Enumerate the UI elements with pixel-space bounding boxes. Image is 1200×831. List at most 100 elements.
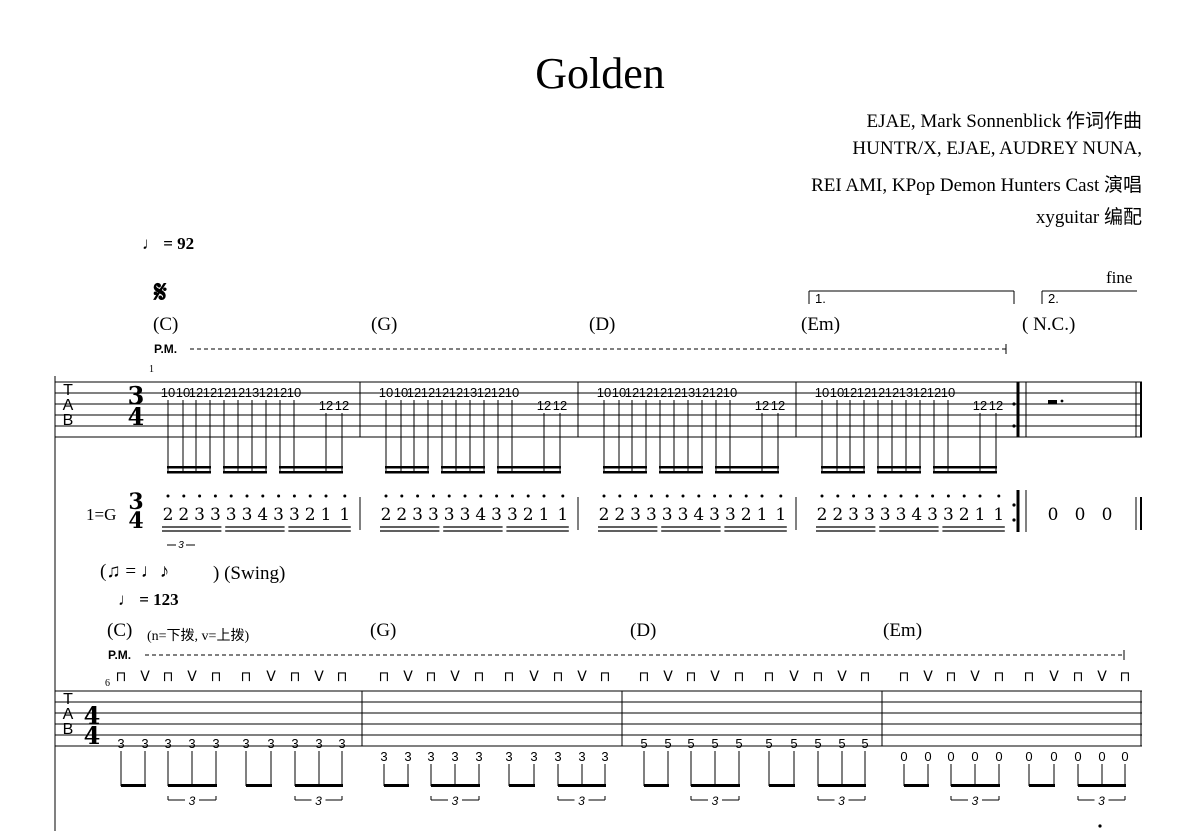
tab-fret-number: 13 <box>245 385 259 400</box>
beam <box>1029 784 1055 787</box>
tab-fret-number: 12 <box>857 385 871 400</box>
downstroke-icon: ⊓ <box>686 669 697 685</box>
beam <box>821 466 865 469</box>
time-signature-top: 3 <box>128 381 145 410</box>
repeat-dot <box>1012 518 1016 522</box>
beam <box>818 784 866 787</box>
beam <box>603 471 647 474</box>
upstroke-icon: V <box>187 669 197 685</box>
tab-clef-letter: A <box>63 706 74 723</box>
downstroke-icon: ⊓ <box>163 669 174 685</box>
beam <box>385 471 429 474</box>
jianpu-octave-dot <box>431 494 435 498</box>
tab-fret-number: 12 <box>973 398 987 413</box>
beam <box>558 784 606 787</box>
beam <box>933 466 997 469</box>
chord-label: (G) <box>371 314 398 335</box>
tab-clef-letter: T <box>63 382 73 399</box>
tab-fret-number: 12 <box>885 385 899 400</box>
triplet-number: 3 <box>1098 794 1105 808</box>
jianpu-note: 1 <box>339 505 350 525</box>
swing-label: ) (Swing) <box>213 563 286 584</box>
tab-fret-number: 5 <box>814 736 821 751</box>
chord-label: (G) <box>370 620 397 641</box>
beam <box>877 466 921 469</box>
downstroke-icon: ⊓ <box>1120 669 1131 685</box>
jianpu-note: 3 <box>896 505 907 525</box>
jianpu-note: 3 <box>630 505 641 525</box>
jianpu-note: 3 <box>880 505 891 525</box>
beam <box>121 784 146 787</box>
tempo-value-1: = 92 <box>163 234 195 253</box>
credit-line-2: HUNTR/X, EJAE, AUDREY NUNA, <box>852 138 1142 159</box>
jianpu-octave-dot <box>479 494 483 498</box>
measure-number: 1 <box>149 364 154 375</box>
beam <box>715 466 779 469</box>
jianpu-note: 2 <box>305 505 316 525</box>
tab-fret-number: 10 <box>379 385 393 400</box>
tab-fret-number: 5 <box>765 736 772 751</box>
jianpu-octave-dot <box>634 494 638 498</box>
jianpu-octave-dot <box>542 494 546 498</box>
repeat-dot <box>1012 424 1016 428</box>
tab-fret-number: 12 <box>927 385 941 400</box>
tab-fret-number: 12 <box>625 385 639 400</box>
jianpu-note: 3 <box>848 505 859 525</box>
tab-clef-letter: B <box>63 412 74 429</box>
tab-fret-number: 12 <box>477 385 491 400</box>
jianpu-octave-dot <box>713 494 717 498</box>
jianpu-note: 4 <box>257 505 268 525</box>
upstroke-icon: V <box>923 669 933 685</box>
triplet-number: 3 <box>452 794 459 808</box>
downstroke-icon: ⊓ <box>764 669 775 685</box>
jianpu-note: 3 <box>194 505 205 525</box>
beam <box>223 466 267 469</box>
jianpu-note: 3 <box>725 505 736 525</box>
tab-fret-number: 12 <box>989 398 1003 413</box>
tab-fret-number: 3 <box>451 749 458 764</box>
beam <box>644 784 669 787</box>
tab-fret-number: 12 <box>553 398 567 413</box>
upstroke-icon: V <box>710 669 720 685</box>
tab-fret-number: 12 <box>871 385 885 400</box>
beam <box>431 784 480 787</box>
jianpu-octave-dot <box>292 494 296 498</box>
jianpu-octave-dot <box>245 494 249 498</box>
tab-fret-number: 3 <box>427 749 434 764</box>
downstroke-icon: ⊓ <box>116 669 127 685</box>
tab-fret-number: 10 <box>723 385 737 400</box>
jianpu-octave-dot <box>978 494 982 498</box>
downstroke-icon: ⊓ <box>553 669 564 685</box>
chord-label: (C) <box>107 620 133 641</box>
key-signature: 1=G <box>86 505 117 524</box>
volta-1-label: 1. <box>815 291 826 306</box>
jianpu-octave-dot <box>463 494 467 498</box>
jianpu-octave-dot <box>343 494 347 498</box>
jianpu-octave-dot <box>899 494 903 498</box>
tab-fret-number: 3 <box>315 736 322 751</box>
palm-mute-label: P.M. <box>108 648 132 662</box>
swing-marking: (♫ = ♩♪ <box>100 561 169 583</box>
jianpu-octave-dot <box>198 494 202 498</box>
beam <box>659 471 703 474</box>
triplet-number: 3 <box>578 794 585 808</box>
jianpu-octave-dot <box>931 494 935 498</box>
tab-fret-number: 3 <box>164 736 171 751</box>
jianpu-octave-dot <box>820 494 824 498</box>
quarter-note-icon: ♩ <box>118 590 135 609</box>
jianpu-note: 1 <box>993 505 1004 525</box>
tab-fret-number: 3 <box>530 749 537 764</box>
beam <box>715 471 779 474</box>
tab-fret-number: 3 <box>578 749 585 764</box>
tab-fret-number: 5 <box>687 736 694 751</box>
jianpu-note: 4 <box>693 505 704 525</box>
downstroke-icon: ⊓ <box>946 669 957 685</box>
tab-fret-number: 10 <box>394 385 408 400</box>
chord-label: (D) <box>589 314 616 335</box>
tab-fret-number: 12 <box>709 385 723 400</box>
jianpu-note: 3 <box>412 505 423 525</box>
jianpu-note: 3 <box>460 505 471 525</box>
tab-fret-number: 10 <box>612 385 626 400</box>
triplet-number: 3 <box>712 794 719 808</box>
jianpu-octave-dot <box>962 494 966 498</box>
